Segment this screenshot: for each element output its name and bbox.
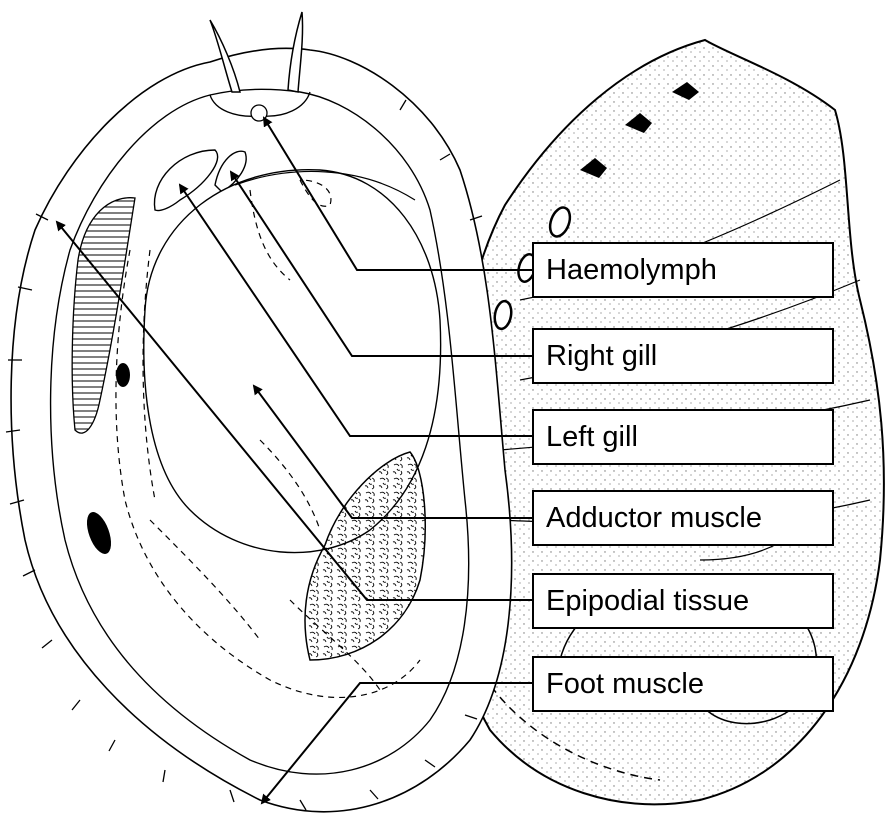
label-foot-muscle: Foot muscle: [532, 656, 834, 712]
abalone-body: [6, 12, 512, 812]
label-left-gill: Left gill: [532, 409, 834, 465]
label-adductor-muscle: Adductor muscle: [532, 490, 834, 546]
label-haemolymph: Haemolymph: [532, 242, 834, 298]
label-epipodial-tissue: Epipodial tissue: [532, 573, 834, 629]
label-right-gill: Right gill: [532, 328, 834, 384]
